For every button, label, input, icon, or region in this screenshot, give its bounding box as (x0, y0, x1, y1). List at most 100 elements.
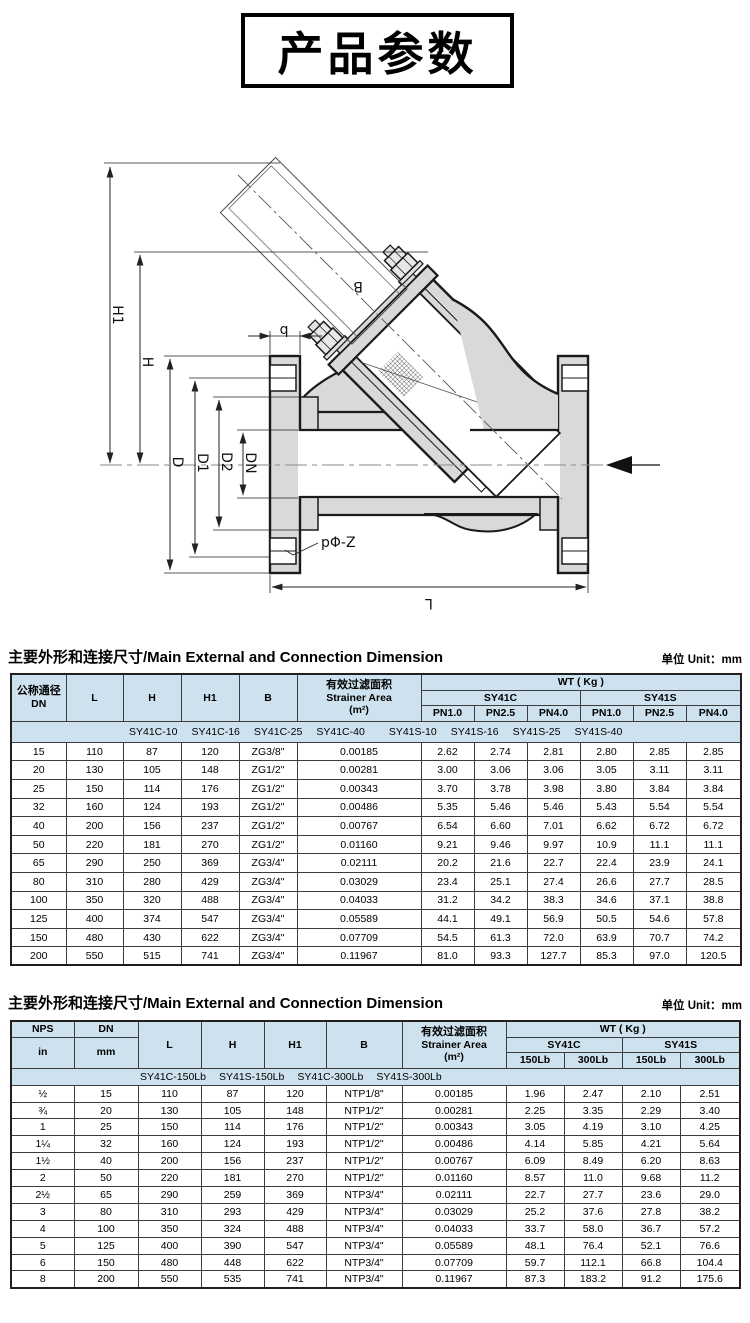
table-cell: 24.1 (685, 853, 742, 873)
table-cell: 390 (200, 1236, 265, 1255)
col-lb-header: 300Lb (679, 1052, 741, 1069)
table-cell: 25.1 (473, 871, 528, 892)
table-cell: 3.80 (579, 778, 634, 799)
table-cell: 3.84 (685, 778, 742, 799)
col-wt-header: WT ( Kg ) (420, 673, 742, 691)
table-cell: 1.96 (505, 1084, 565, 1103)
table-cell: 6.62 (579, 816, 634, 836)
table-cell: 29.0 (679, 1186, 741, 1204)
table-cell: 23.6 (621, 1186, 681, 1204)
table-cell: 237 (180, 816, 240, 836)
table-cell: 124 (122, 797, 182, 818)
table-cell: 181 (200, 1169, 265, 1188)
col-b-header: B (325, 1020, 403, 1069)
table-cell: 0.00767 (296, 816, 422, 836)
bolt-hole-note: pΦ-Z (321, 535, 356, 551)
table-cell: ZG3/4" (238, 871, 298, 892)
table-cell: 50.5 (579, 909, 634, 929)
col-pn-header: PN1.0 (420, 705, 475, 722)
col-area-header: 有效过滤面积 Strainer Area (m²) (296, 673, 422, 722)
table-cell: NTP1/2" (325, 1118, 403, 1137)
table-cell: 31.2 (420, 890, 475, 911)
table-cell: 15 (10, 741, 67, 762)
table-cell: 110 (137, 1084, 202, 1103)
table-cell: 25.2 (505, 1202, 565, 1221)
table-cell: 547 (180, 909, 240, 929)
table-cell: 74.2 (685, 927, 742, 948)
table-cell: 63.9 (579, 927, 634, 948)
section1-title: 主要外形和连接尺寸/Main External and Connection D… (8, 649, 444, 666)
table-cell: 3.98 (526, 778, 581, 799)
col-pn-header: PN4.0 (685, 705, 742, 722)
table-cell: 3.10 (621, 1118, 681, 1137)
table-cell: 120 (263, 1084, 327, 1103)
table-cell: ZG3/4" (238, 890, 298, 911)
table-cell: 3.06 (473, 760, 528, 780)
table-cell: 0.00486 (296, 797, 422, 818)
table-cell: 3.05 (505, 1118, 565, 1137)
table-cell: 400 (137, 1236, 202, 1255)
table-cell: 32 (73, 1135, 139, 1154)
table-cell: 148 (263, 1101, 327, 1120)
table-cell: 193 (263, 1135, 327, 1154)
table-cell: 114 (122, 778, 182, 799)
table-cell: 120 (180, 741, 240, 762)
table-cell: 6.09 (505, 1152, 565, 1171)
body-transition (452, 299, 558, 430)
table-cell: ZG1/2" (238, 778, 298, 799)
dim-label-l: L (425, 595, 433, 611)
table-cell: 350 (65, 890, 124, 911)
table-cell: 50 (10, 834, 67, 855)
table-cell: 741 (180, 946, 240, 966)
table-cell: 130 (65, 760, 124, 780)
table-cell: 33.7 (505, 1219, 565, 1238)
table-cell: 429 (263, 1202, 327, 1221)
table-cell: 61.3 (473, 927, 528, 948)
table-cell: 40 (10, 816, 67, 836)
table-cell: 2 (10, 1169, 75, 1188)
table-cell: 114 (200, 1118, 265, 1137)
table-cell: 374 (122, 909, 182, 929)
section2-title: 主要外形和连接尺寸/Main External and Connection D… (8, 995, 444, 1012)
col-sy41c-header: SY41C (505, 1036, 623, 1054)
col-pn-header: PN1.0 (579, 705, 634, 722)
table-cell: 150 (73, 1253, 139, 1272)
model-label: SY41C-10 (129, 725, 178, 738)
table-cell: 550 (65, 946, 124, 966)
table-cell: 3.70 (420, 778, 475, 799)
table-cell: 49.1 (473, 909, 528, 929)
col-sy41s-header: SY41S (621, 1036, 741, 1054)
table-cell: 48.1 (505, 1236, 565, 1255)
table-cell: 38.8 (685, 890, 742, 911)
table-cell: 535 (200, 1270, 265, 1289)
table-cell: 2½ (10, 1186, 75, 1204)
table-cell: 3.84 (632, 778, 687, 799)
table-cell: 176 (263, 1118, 327, 1137)
table-cell: 27.7 (632, 871, 687, 892)
table-cell: ZG3/8" (238, 741, 298, 762)
table-cell: 22.4 (579, 853, 634, 873)
table-cell: 3.11 (685, 760, 742, 780)
dimension-table-imperial: NPS DN L H H1 B 有效过滤面积 Strainer Area (m²… (10, 1020, 742, 1289)
col-lb-header: 300Lb (563, 1052, 623, 1069)
table-cell: ¾ (10, 1101, 75, 1120)
table-cell: 72.0 (526, 927, 581, 948)
table-cell: 80 (73, 1202, 139, 1221)
table-cell: 32 (10, 797, 67, 818)
col-h1-header: H1 (180, 673, 240, 722)
table-cell: 150 (10, 927, 67, 948)
table-cell: 5.46 (473, 797, 528, 818)
section2-heading: 主要外形和连接尺寸/Main External and Connection D… (8, 992, 744, 1013)
table-cell: ½ (10, 1084, 75, 1103)
col-pn-header: PN2.5 (473, 705, 528, 722)
table-cell: 320 (122, 890, 182, 911)
